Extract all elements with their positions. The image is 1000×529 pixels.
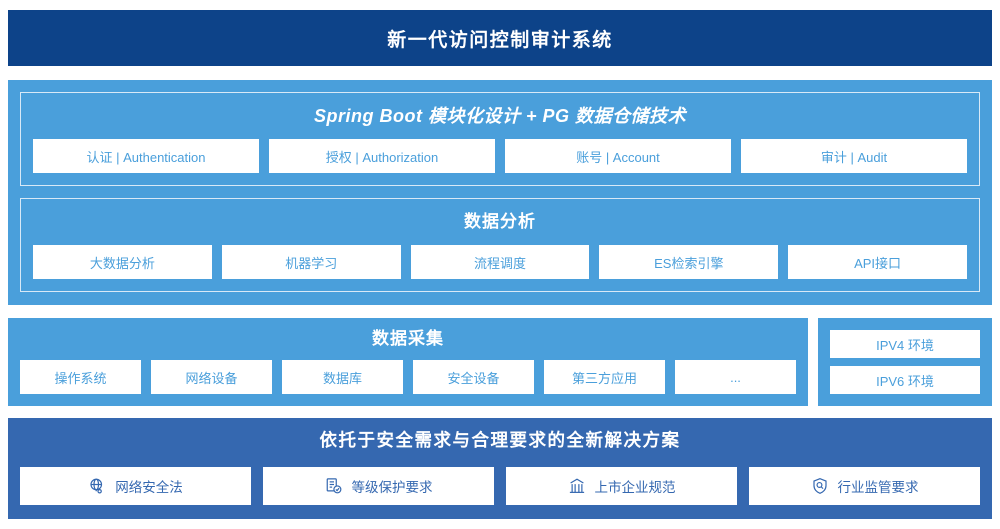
globe-network-icon	[88, 477, 106, 495]
page-header: 新一代访问控制审计系统	[8, 10, 992, 66]
springboot-group: Spring Boot 模块化设计 + PG 数据仓储技术 认证 | Authe…	[20, 92, 980, 186]
chip-big-data-analysis[interactable]: 大数据分析	[33, 245, 212, 279]
shield-search-icon	[811, 477, 829, 495]
chip-more[interactable]: ...	[675, 360, 796, 394]
chip-industry-regulation[interactable]: 行业监管要求	[749, 467, 980, 505]
chip-third-party-app[interactable]: 第三方应用	[544, 360, 665, 394]
chip-cybersecurity-law[interactable]: 网络安全法	[20, 467, 251, 505]
chip-ipv6-environment[interactable]: IPV6 环境	[830, 366, 980, 394]
ip-environment-list: IPV4 环境 IPV6 环境	[830, 330, 980, 394]
data-collection-chip-row: 操作系统 网络设备 数据库 安全设备 第三方应用 ...	[20, 360, 796, 394]
architecture-section: Spring Boot 模块化设计 + PG 数据仓储技术 认证 | Authe…	[8, 80, 992, 305]
chip-security-device[interactable]: 安全设备	[413, 360, 534, 394]
bank-building-icon	[568, 477, 586, 495]
chip-mlps-requirement[interactable]: 等级保护要求	[263, 467, 494, 505]
chip-industry-regulation-label: 行业监管要求	[837, 480, 919, 495]
springboot-chip-row: 认证 | Authentication 授权 | Authorization 账…	[33, 139, 967, 173]
chip-authorization[interactable]: 授权 | Authorization	[269, 139, 495, 173]
chip-operating-system[interactable]: 操作系统	[20, 360, 141, 394]
chip-listed-company-standard[interactable]: 上市企业规范	[506, 467, 737, 505]
chip-account[interactable]: 账号 | Account	[505, 139, 731, 173]
springboot-group-title: Spring Boot 模块化设计 + PG 数据仓储技术	[313, 106, 686, 126]
chip-cybersecurity-law-label: 网络安全法	[115, 480, 183, 495]
chip-es-search-engine[interactable]: ES检索引擎	[599, 245, 779, 279]
chip-ipv4-environment[interactable]: IPV4 环境	[830, 330, 980, 358]
data-analysis-group-title: 数据分析	[464, 212, 536, 231]
compliance-section: 依托于安全需求与合理要求的全新解决方案 网络安全法	[8, 418, 992, 519]
chip-machine-learning[interactable]: 机器学习	[221, 245, 401, 279]
chip-authentication[interactable]: 认证 | Authentication	[33, 139, 259, 173]
chip-mlps-requirement-label: 等级保护要求	[351, 480, 433, 495]
chip-network-device[interactable]: 网络设备	[151, 360, 272, 394]
chip-database[interactable]: 数据库	[282, 360, 403, 394]
chip-audit[interactable]: 审计 | Audit	[741, 139, 967, 173]
page-title: 新一代访问控制审计系统	[387, 29, 613, 51]
chip-listed-company-standard-label: 上市企业规范	[594, 480, 676, 495]
document-check-icon	[325, 477, 343, 495]
ip-environment-section: IPV4 环境 IPV6 环境	[818, 318, 992, 406]
data-collection-title: 数据采集	[372, 329, 444, 348]
data-analysis-group: 数据分析 大数据分析 机器学习 流程调度 ES检索引擎 API接口	[20, 198, 980, 292]
compliance-chip-row: 网络安全法 等级保护要求	[20, 467, 980, 505]
chip-process-scheduling[interactable]: 流程调度	[410, 245, 590, 279]
data-collection-section: 数据采集 操作系统 网络设备 数据库 安全设备 第三方应用 ...	[8, 318, 808, 406]
compliance-title: 依托于安全需求与合理要求的全新解决方案	[319, 430, 681, 450]
data-analysis-chip-row: 大数据分析 机器学习 流程调度 ES检索引擎 API接口	[33, 245, 967, 279]
chip-api-interface[interactable]: API接口	[788, 245, 967, 279]
